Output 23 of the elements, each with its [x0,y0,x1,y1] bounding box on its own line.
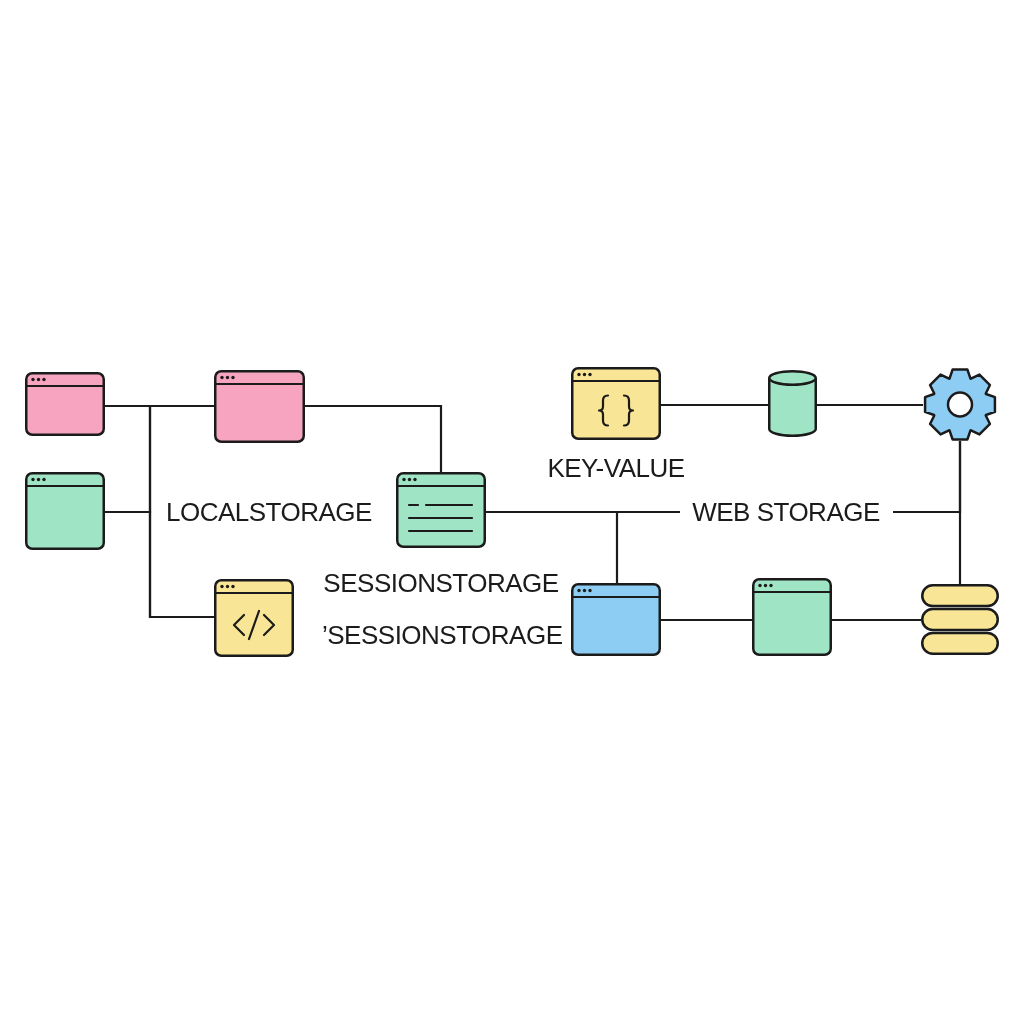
browser-window [25,372,105,436]
node-caption: KEY-VALUE [547,453,685,483]
browser-window [571,583,661,656]
browser-window [25,472,105,550]
gear-icon [923,368,997,441]
connector-line [817,403,923,407]
edge-label: WEB STORAGE [692,497,880,527]
browser-window [214,579,294,657]
connector-line [832,618,921,622]
browser-window [571,367,661,440]
connector-line [661,618,752,622]
browser-window [752,578,832,656]
connector-line [305,404,443,472]
database-cylinder [768,370,817,437]
browser-window [396,472,486,548]
text-label: ’SESSIONSTORAGE [322,620,563,650]
text-label: LOCALSTORAGE [166,497,372,527]
node-caption: SESSIONSTORAGE [323,568,559,598]
connector-line [958,441,962,584]
connector-line [661,403,768,407]
browser-window [214,370,305,443]
stacked-bars [921,584,999,655]
connector-line [105,510,214,619]
